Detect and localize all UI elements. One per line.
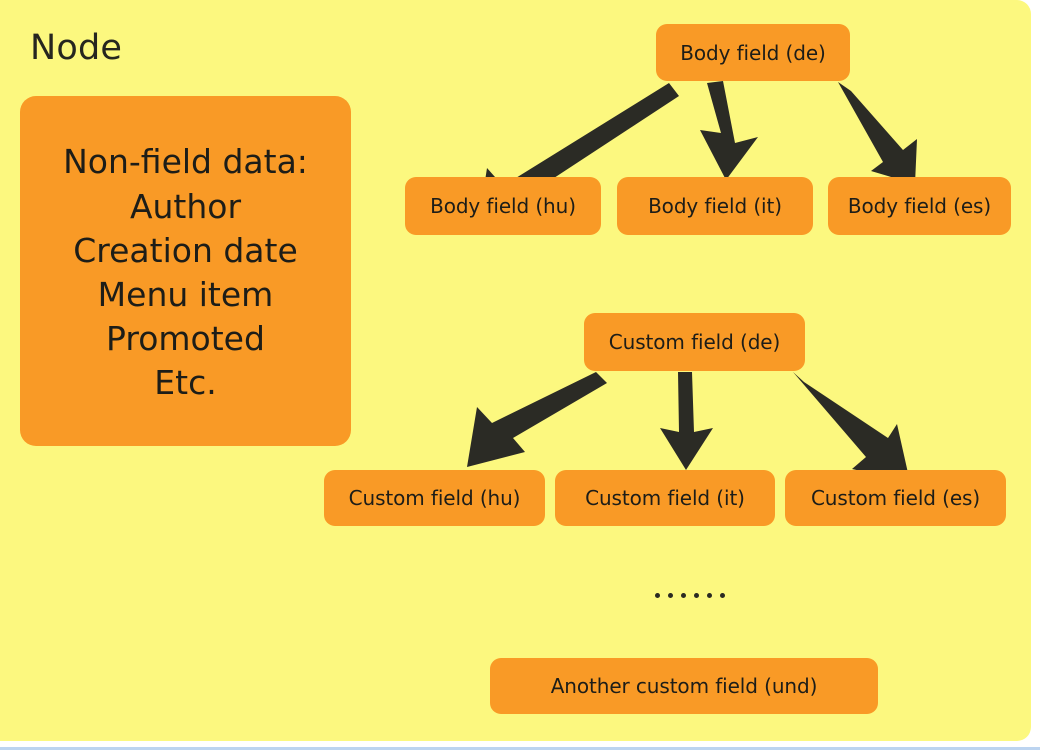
node-body-field-it[interactable]: Body field (it) (617, 177, 813, 235)
ellipsis-dot (707, 592, 712, 598)
node-body-field-hu[interactable]: Body field (hu) (405, 177, 601, 235)
node-another-custom-field-und[interactable]: Another custom field (und) (490, 658, 878, 714)
arrow-body-de-to-es (838, 82, 917, 184)
bottom-divider (0, 747, 1040, 750)
node-custom-field-hu[interactable]: Custom field (hu) (324, 470, 545, 526)
diagram-canvas: Node Non-field data: Author Creation dat… (0, 0, 1031, 741)
node-body-field-es[interactable]: Body field (es) (828, 177, 1011, 235)
arrow-custom-de-to-it (660, 372, 713, 470)
ellipsis-dot (655, 592, 660, 598)
page-title: Node (30, 28, 123, 68)
non-field-data-line: Author (129, 186, 242, 226)
non-field-data-line: Etc. (154, 363, 217, 403)
node-body-field-de[interactable]: Body field (de) (656, 24, 850, 81)
ellipsis-dot (720, 592, 725, 598)
non-field-data-line: Creation date (73, 230, 298, 270)
arrow-body-de-to-it (700, 81, 758, 180)
arrow-custom-de-to-es (793, 372, 910, 482)
node-custom-field-de[interactable]: Custom field (de) (584, 313, 805, 371)
ellipsis-dot (694, 592, 699, 598)
non-field-data-line: Promoted (106, 319, 265, 359)
ellipsis-dot (681, 592, 686, 598)
node-custom-field-it[interactable]: Custom field (it) (555, 470, 775, 526)
ellipsis-dots (655, 589, 725, 601)
non-field-data-line: Menu item (97, 275, 274, 314)
ellipsis-dot (668, 592, 673, 598)
node-custom-field-es[interactable]: Custom field (es) (785, 470, 1006, 526)
non-field-data-line: Non-field data: (63, 142, 308, 182)
arrow-custom-de-to-hu (467, 372, 607, 467)
non-field-data-panel: Non-field data: Author Creation date Men… (20, 96, 351, 446)
